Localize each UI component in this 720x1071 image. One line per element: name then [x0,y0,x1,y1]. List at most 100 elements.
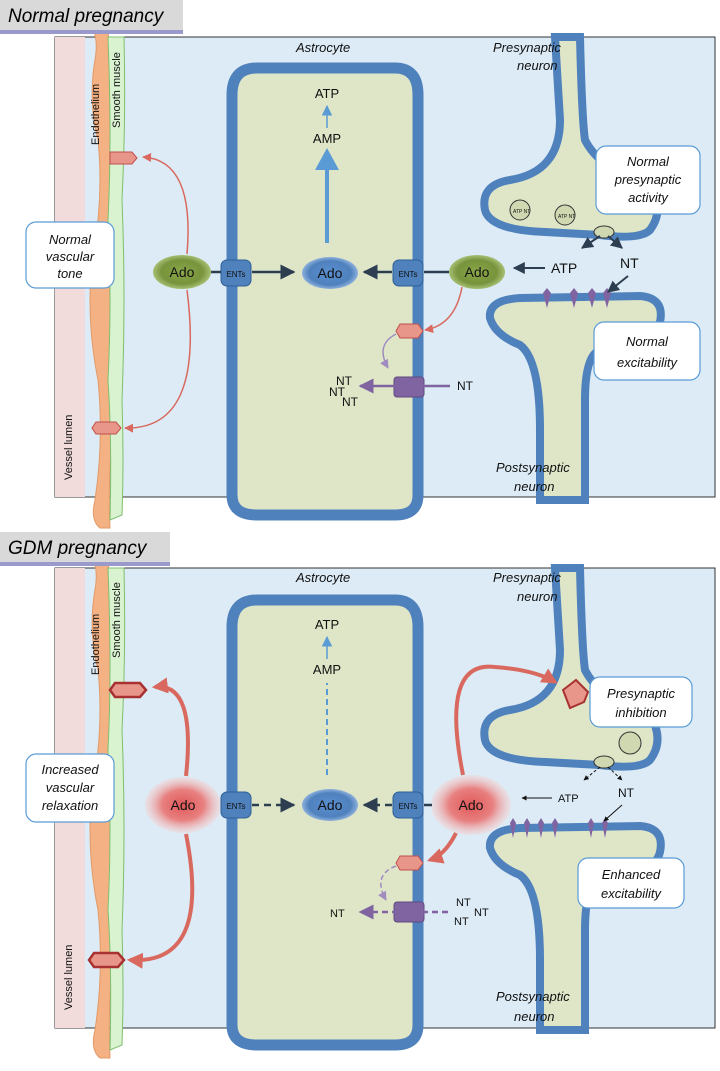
ado-intracellular [302,789,358,821]
presynaptic-effect-line-3: activity [628,190,669,205]
vessel-receptor-top [109,151,138,165]
ado-left-label: Ado [170,264,195,280]
ents-left-label: ENTs [226,270,245,279]
astrocyte-cell [226,594,424,1051]
vesicle-1-label: ATP NT [513,209,530,215]
nt-astro-1: NT [456,897,471,909]
nt-astro-1: NT [336,374,353,388]
presynaptic-label-1: Presynaptic [493,40,561,55]
ado-to-vessel-bottom-arrow [126,833,195,969]
release-atp-arrow [581,235,601,249]
normal-diagram: Endothelium Smooth muscle Vessel lumen N… [0,0,716,529]
presynaptic-effect-line-2: presynaptic [614,172,682,187]
presynaptic-effect-box [595,145,701,215]
ado-right-label: Ado [465,264,490,280]
smooth-muscle-label: Smooth muscle [111,582,123,658]
ents-left [220,791,252,819]
ado-extracellular-left [145,777,221,833]
receptor-to-transporter-arrow [378,865,397,901]
presynaptic-label-1: Presynaptic [493,570,561,585]
nt-astro-3: NT [454,916,469,928]
nt-to-receptor-arrow [603,804,623,822]
astrocyte-label: Astrocyte [295,40,350,55]
release-nt-arrow [607,766,623,781]
vessel-lumen-label: Vessel lumen [63,945,75,1010]
presynaptic-a1-receptor [561,678,590,710]
vessel-receptor-top [108,681,148,699]
nt-transporter-label: NT [330,908,345,920]
release-site [593,225,615,239]
vessel-lumen-label: Vessel lumen [63,415,75,480]
vascular-effect-line-2: vascular [46,249,95,264]
vascular-effect-box [25,753,115,823]
presynaptic-effect-line-1: Normal [627,154,670,169]
astrocyte-cell [226,62,424,521]
nt-transporter-label: NT [457,379,474,393]
nt-astro-2: NT [474,907,489,919]
astrocyte-receptor [395,323,424,339]
inner-amp-label: AMP [313,662,341,677]
gdm-diagram: Endothelium Smooth muscle Vessel lumen G… [0,532,716,1059]
panel-title: Normal pregnancy [8,6,165,27]
release-site [593,755,615,769]
vessel-receptor-bottom [91,421,122,435]
vascular-effect-line-1: Normal [49,232,92,247]
ado-inner-label: Ado [318,265,343,281]
vesicle [618,731,642,755]
panel-title: GDM pregnancy [8,538,148,559]
vascular-effect-box [25,221,115,289]
postsynaptic-effect-box [593,321,701,381]
ado-left-label: Ado [171,797,196,813]
postsynaptic-receptors [510,818,608,838]
postsynaptic-label-1: Postsynaptic [496,460,570,475]
ado-to-vessel-top-arrow [142,152,189,255]
vascular-effect-line-3: relaxation [42,798,98,813]
inner-atp-label: ATP [315,617,339,632]
ents-right-label: ENTs [398,270,417,279]
ado-to-presynaptic-arrow [454,664,558,776]
nt-transporter [393,901,425,923]
nt-to-receptor-arrow [607,275,629,293]
ents-right-label: ENTs [398,802,417,811]
synapse-nt-label: NT [618,786,635,800]
vesicle-1 [509,199,531,221]
ado-extracellular-right [449,255,505,289]
astrocyte-label: Astrocyte [295,570,350,585]
panel-title-shadow [0,562,170,566]
release-nt-arrow [607,235,623,249]
vascular-effect-line-3: tone [57,266,82,281]
astrocyte-receptor [395,855,424,871]
vascular-effect-line-2: vascular [46,780,95,795]
endothelium-label: Endothelium [90,614,102,675]
postsynaptic-label-2: neuron [514,479,554,494]
inner-atp-label: ATP [315,86,339,101]
synapse-atp-label: ATP [558,793,579,805]
vesicle-2 [554,204,576,226]
endothelium-label: Endothelium [90,84,102,145]
vessel-receptor-bottom [87,951,126,969]
ado-right-label: Ado [459,797,484,813]
ado-inner-label: Ado [318,797,343,813]
ado-to-vessel-top-arrow [151,677,190,777]
ents-right [392,791,424,819]
panel-title-box [0,0,183,30]
gdm-pregnancy-panel: Endothelium Smooth muscle Vessel lumen G… [0,530,720,1065]
postsynaptic-effect-line-1: Enhanced [602,867,661,882]
inner-amp-label: AMP [313,131,341,146]
smooth-muscle-label: Smooth muscle [111,52,123,128]
ado-to-vessel-bottom-arrow [124,289,192,433]
postsynaptic-effect-line-2: excitability [601,886,662,901]
postsynaptic-receptors [543,288,611,308]
presynaptic-effect-line-1: Presynaptic [607,686,675,701]
postsynaptic-effect-line-1: Normal [626,334,669,349]
ents-right [392,259,424,287]
nt-astro-2: NT [329,385,346,399]
ado-to-astro-receptor-arrow [426,832,458,864]
presynaptic-label-2: neuron [517,589,557,604]
ado-extracellular-left [153,255,211,289]
panel-title-shadow [0,30,183,34]
ents-left-label: ENTs [226,802,245,811]
panel-title-box [0,532,170,562]
normal-pregnancy-panel: Endothelium Smooth muscle Vessel lumen N… [0,0,720,535]
presynaptic-effect-line-2: inhibition [615,705,666,720]
